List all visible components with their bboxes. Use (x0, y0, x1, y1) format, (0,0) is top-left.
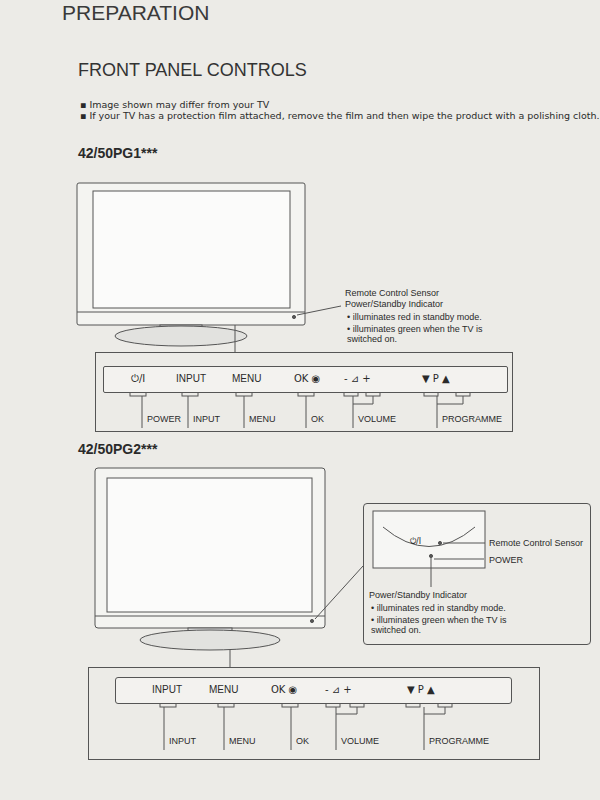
note-text: Remote Control Sensor (345, 288, 439, 298)
panel-label: OK (311, 414, 324, 424)
panel-label: PROGRAMME (442, 414, 502, 424)
panel-label: OK ◉ (271, 684, 297, 696)
note-text: ▪ If your TV has a protection film attac… (80, 111, 600, 122)
note-text: ▪ Image shown may differ from your TV (80, 100, 269, 111)
note-text: Power/Standby Indicator (345, 299, 443, 309)
panel-label: POWER (489, 555, 523, 565)
note-text: • illuminates green when the TV is switc… (347, 324, 517, 345)
panel-label: Power/Standby Indicator (369, 590, 467, 600)
panel-label: VOLUME (358, 414, 396, 424)
note-text: 42/50PG2*** (78, 441, 157, 457)
panel-label: ▼ P ▲ (422, 373, 450, 385)
panel-label: INPUT (176, 373, 206, 385)
panel-label: PROGRAMME (429, 736, 489, 746)
panel-label: • illuminates green when the TV is switc… (371, 615, 541, 636)
inset-panel: ⏻/I Remote Control SensorPOWER Power/Stand… (363, 503, 591, 645)
panel-label: • illuminates red in standby mode. (371, 603, 506, 613)
panel-label: - ⊿ + (325, 684, 352, 696)
panel-label: OK ◉ (294, 373, 320, 385)
panel-label: MENU (249, 414, 276, 424)
panel-label: ▼ P ▲ (407, 684, 435, 696)
button-strip: ⏻/I INPUT MENU OK ◉ - ⊿ + ▼ P ▲ (103, 366, 508, 393)
panel-label: INPUT (169, 736, 196, 746)
panel-label: ⏻/I (410, 537, 421, 546)
button-strip: INPUT MENU OK ◉ - ⊿ + ▼ P ▲ (115, 677, 512, 704)
panel-label: - ⊿ + (344, 373, 371, 385)
note-text: • illuminates red in standby mode. (347, 312, 482, 322)
panel-label: OK (296, 736, 309, 746)
panel-label: MENU (229, 736, 256, 746)
callout-box: INPUT MENU OK VOLUME PROGRAMME INPUT MENU OK ◉ -… (88, 667, 540, 760)
section-heading: FRONT PANEL CONTROLS (78, 60, 307, 81)
page-heading: PREPARATION (62, 1, 209, 25)
panel-label: ⏻/I (131, 373, 145, 385)
panel-label: INPUT (193, 414, 220, 424)
panel-label: MENU (232, 373, 261, 385)
panel-label: MENU (209, 684, 238, 696)
panel-label: POWER (147, 414, 181, 424)
panel-label: Remote Control Sensor (489, 538, 583, 548)
callout-box: POWER INPUT MENU OK VOLUME PROGRAMME ⏻/I INPUT M… (95, 352, 513, 432)
panel-label: INPUT (152, 684, 182, 696)
panel-label: VOLUME (341, 736, 379, 746)
note-text: 42/50PG1*** (78, 145, 157, 161)
